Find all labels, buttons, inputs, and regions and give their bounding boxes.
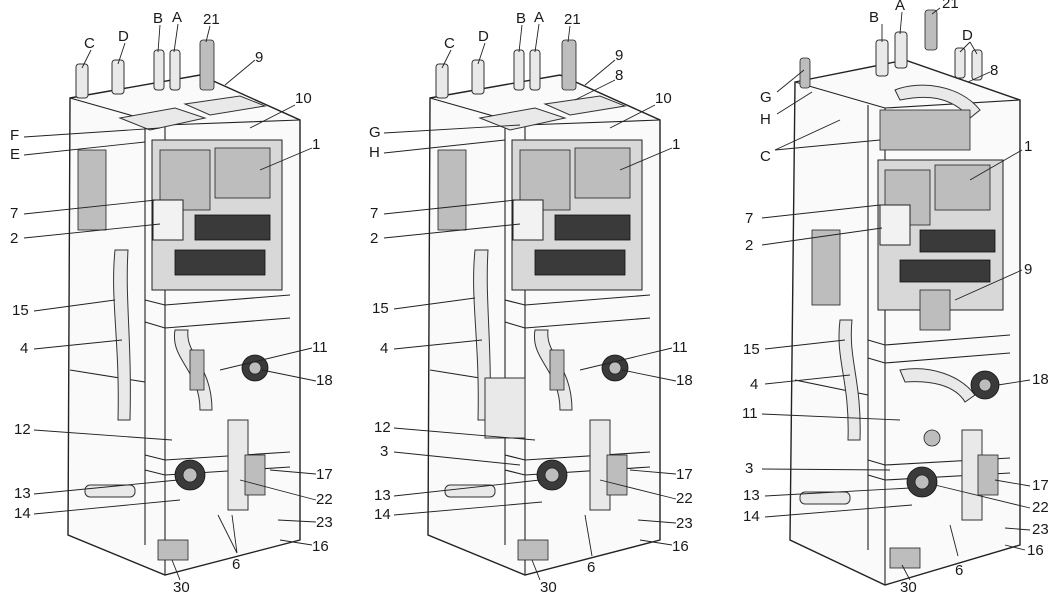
- callout-B: B: [869, 9, 879, 26]
- callout-B: B: [516, 10, 526, 27]
- callout-22: 22: [316, 491, 333, 508]
- callout-15: 15: [372, 300, 389, 317]
- callout-6: 6: [955, 562, 963, 579]
- callout-G: G: [760, 89, 772, 106]
- callout-H: H: [760, 111, 771, 128]
- callout-6: 6: [232, 556, 240, 573]
- callout-7: 7: [745, 210, 753, 227]
- callout-23: 23: [676, 515, 693, 532]
- callout-17: 17: [676, 466, 693, 483]
- callout-D: D: [118, 28, 129, 45]
- callout-7: 7: [10, 205, 18, 222]
- callout-21: 21: [942, 0, 959, 12]
- callout-4: 4: [750, 376, 758, 393]
- callout-3: 3: [380, 443, 388, 460]
- callout-C: C: [760, 148, 771, 165]
- callout-8: 8: [615, 67, 623, 84]
- callout-10: 10: [295, 90, 312, 107]
- callout-13: 13: [743, 487, 760, 504]
- callout-16: 16: [1027, 542, 1044, 559]
- callout-1: 1: [1024, 138, 1032, 155]
- unit-left-drawing: [67, 39, 301, 576]
- callout-16: 16: [672, 538, 689, 555]
- callout-12: 12: [14, 421, 31, 438]
- callout-17: 17: [316, 466, 333, 483]
- callout-4: 4: [20, 340, 28, 357]
- callout-2: 2: [10, 230, 18, 247]
- callout-6: 6: [587, 559, 595, 576]
- callout-15: 15: [12, 302, 29, 319]
- callout-E: E: [10, 146, 20, 163]
- callout-14: 14: [374, 506, 391, 523]
- callout-30: 30: [173, 579, 190, 595]
- callout-13: 13: [374, 487, 391, 504]
- callout-F: F: [10, 127, 19, 144]
- callout-15: 15: [743, 341, 760, 358]
- callout-3: 3: [745, 460, 753, 477]
- callout-18: 18: [676, 372, 693, 389]
- callout-2: 2: [370, 230, 378, 247]
- callout-D: D: [962, 27, 973, 44]
- unit-right-drawing: [789, 9, 1021, 586]
- callout-D: D: [478, 28, 489, 45]
- unit-right-leaders: [761, 7, 1031, 581]
- callout-7: 7: [370, 205, 378, 222]
- callout-10: 10: [655, 90, 672, 107]
- callout-17: 17: [1032, 477, 1049, 494]
- callout-1: 1: [672, 136, 680, 153]
- callout-H: H: [369, 144, 380, 161]
- callout-21: 21: [203, 11, 220, 28]
- callout-18: 18: [1032, 371, 1049, 388]
- unit-left-leaders: [23, 23, 317, 581]
- callout-A: A: [895, 0, 905, 14]
- callout-A: A: [172, 9, 182, 26]
- callout-11: 11: [312, 339, 328, 356]
- callout-14: 14: [14, 505, 31, 522]
- callout-14: 14: [743, 508, 760, 525]
- callout-2: 2: [745, 237, 753, 254]
- unit-middle-leaders: [383, 23, 677, 581]
- callout-11: 11: [672, 339, 688, 356]
- callout-C: C: [444, 35, 455, 52]
- callout-22: 22: [1032, 499, 1049, 516]
- callout-9: 9: [615, 47, 623, 64]
- callout-16: 16: [312, 538, 329, 555]
- unit-middle-labels: C D B A 21 9 8 10 1 G H 7 2 15 4 11 18 1…: [369, 9, 693, 595]
- unit-middle-drawing: [427, 39, 661, 576]
- callout-4: 4: [380, 340, 388, 357]
- unit-right-labels: B A 21 D 8 G H C 1 7 2 9 15 4 18 11 3 13…: [742, 0, 1049, 595]
- callout-8: 8: [990, 62, 998, 79]
- callout-11: 11: [742, 405, 758, 422]
- callout-C: C: [84, 35, 95, 52]
- unit-left-labels: C D B A 21 9 10 1 F E 7 2 15 4 11 18 12 …: [10, 9, 333, 595]
- callout-1: 1: [312, 136, 320, 153]
- callout-22: 22: [676, 490, 693, 507]
- callout-23: 23: [316, 514, 333, 531]
- callout-13: 13: [14, 485, 31, 502]
- callout-G: G: [369, 124, 381, 141]
- callout-30: 30: [540, 579, 557, 595]
- callout-21: 21: [564, 11, 581, 28]
- callout-9: 9: [1024, 261, 1032, 278]
- callout-9: 9: [255, 49, 263, 66]
- callout-A: A: [534, 9, 544, 26]
- callout-12: 12: [374, 419, 391, 436]
- callout-30: 30: [900, 579, 917, 595]
- callout-18: 18: [316, 372, 333, 389]
- callout-23: 23: [1032, 521, 1049, 538]
- callout-B: B: [153, 10, 163, 27]
